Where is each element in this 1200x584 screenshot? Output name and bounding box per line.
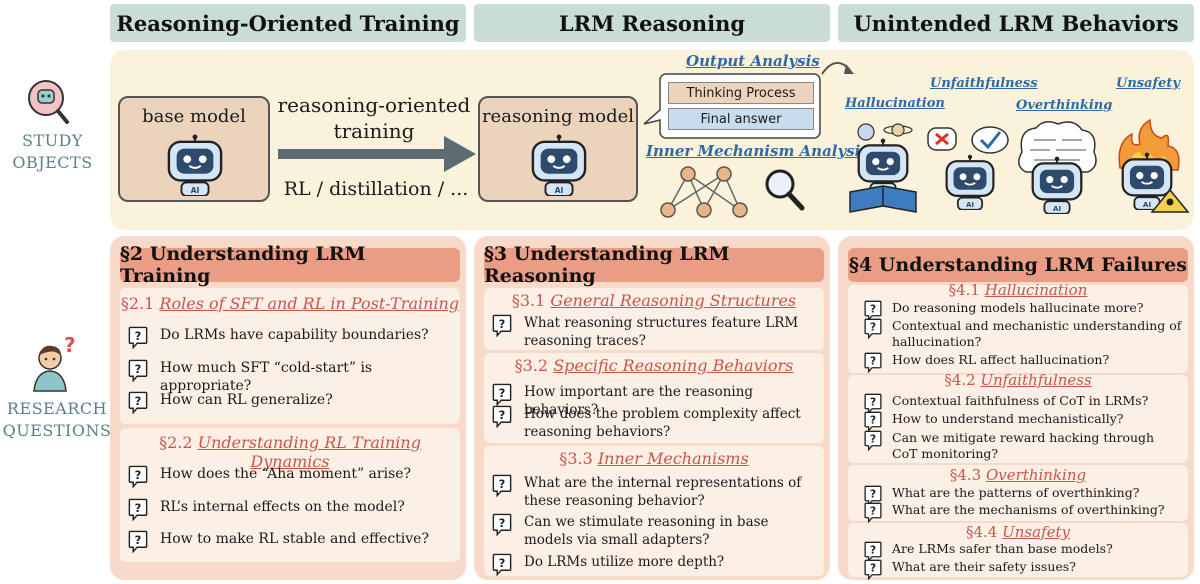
sub-3-3-box [484, 446, 824, 576]
final-answer-box: Final answer [668, 108, 814, 130]
question-item: Contextual and mechanistic understanding… [864, 318, 1182, 350]
section-3-title: §3 Understanding LRM Reasoning [484, 243, 824, 287]
question-item: How to make RL stable and effective? [128, 530, 453, 553]
question-bubble-icon [864, 430, 882, 451]
question-bubble-icon [864, 352, 882, 373]
question-item: What are their safety issues? [864, 559, 1182, 580]
question-item: How can RL generalize? [128, 391, 453, 414]
curved-arrow-icon [821, 62, 854, 75]
question-bubble-icon [492, 474, 512, 497]
sub-4-2-heading: §4.2 Unfaithfulness [944, 371, 1092, 389]
question-item: What are the patterns of overthinking? [864, 485, 1182, 506]
question-bubble-icon [864, 559, 882, 580]
question-item: Can we stimulate reasoning in base model… [492, 513, 817, 549]
sub-4-3-heading: §4.3 Overthinking [949, 466, 1087, 484]
question-item: Can we mitigate reward hacking through C… [864, 430, 1182, 462]
section-4-title: §4 Understanding LRM Failures [848, 248, 1188, 282]
study-objects-band [110, 50, 1194, 230]
column-header-behaviors: Unintended LRM Behaviors [838, 4, 1194, 42]
magnifier-icon [765, 169, 805, 211]
training-methods-label: RL / distillation / ... [283, 178, 469, 200]
study-robot-icon [22, 78, 72, 126]
sub-2-1-heading: §2.1 Roles of SFT and RL in Post-Trainin… [120, 294, 460, 313]
sub-2-2-box [120, 428, 460, 562]
unsafety-robot-icon [1110, 118, 1190, 214]
question-bubble-icon [864, 411, 882, 432]
researcher-icon: ? [30, 333, 78, 392]
question-bubble-icon [128, 465, 148, 488]
sub-4-2-box [848, 375, 1188, 463]
question-item: How much SFT “cold-start” is appropriate… [128, 359, 453, 395]
unfaithfulness-label: Unfaithfulness [930, 76, 1038, 91]
overthinking-robot-icon [1014, 118, 1100, 214]
question-bubble-icon [492, 513, 512, 536]
unsafety-label: Unsafety [1116, 76, 1180, 91]
question-bubble-icon [128, 498, 148, 521]
question-item: How does the problem complexity affect r… [492, 405, 817, 441]
question-item: What are the internal representations of… [492, 474, 817, 510]
question-bubble-icon [864, 318, 882, 339]
svg-text:?: ? [64, 336, 76, 357]
inner-mechanism-label: Inner Mechanism Analysis [646, 142, 869, 160]
question-item: How to understand mechanistically? [864, 411, 1182, 432]
sub-3-3-heading: §3.3 Inner Mechanisms [559, 449, 749, 468]
column-header-reasoning: LRM Reasoning [474, 4, 830, 42]
question-bubble-icon [128, 359, 148, 382]
question-item: How does the “Aha moment” arise? [128, 465, 453, 488]
question-bubble-icon [492, 553, 512, 576]
neural-network-icon [660, 166, 805, 218]
sub-4-3-box [848, 465, 1188, 521]
training-arrow [278, 136, 476, 172]
question-item: How important are the reasoning behavior… [492, 383, 817, 419]
question-bubble-icon [128, 326, 148, 349]
output-analysis-label: Output Analysis [686, 52, 820, 70]
sub-3-2-heading: §3.2 Specific Reasoning Behaviors [514, 356, 794, 375]
sub-4-1-box [848, 285, 1188, 373]
sub-3-1-box [484, 288, 824, 350]
question-item: Are LRMs safer than base models? [864, 541, 1182, 562]
sub-4-1-heading: §4.1 Hallucination [948, 281, 1088, 299]
question-item: Do reasoning models hallucinate more? [864, 300, 1182, 321]
question-item: What are the mechanisms of overthinking? [864, 502, 1182, 523]
question-bubble-icon [864, 502, 882, 523]
question-bubble-icon [128, 530, 148, 553]
sub-2-2-heading: §2.2 Understanding RL Training Dynamics [159, 433, 421, 471]
question-item: What reasoning structures feature LRM re… [492, 314, 817, 350]
question-item: How does RL affect hallucination? [864, 352, 1182, 373]
section-2-title: §2 Understanding LRM Training [120, 243, 460, 287]
sub-4-4-heading: §4.4 Unsafety [965, 523, 1070, 541]
question-bubble-icon [128, 391, 148, 414]
question-bubble-icon [492, 314, 512, 337]
question-bubble-icon [492, 383, 512, 406]
hallucination-robot-icon [846, 118, 920, 214]
overthinking-label: Overthinking [1016, 98, 1113, 113]
sub-3-2-box [484, 353, 824, 443]
sub-3-1-heading: §3.1 General Reasoning Structures [511, 291, 797, 310]
question-item: Do LRMs utilize more depth? [492, 553, 817, 576]
unfaithfulness-robot-icon [924, 124, 1014, 212]
question-item: Do LRMs have capability boundaries? [128, 326, 453, 349]
question-item: RL’s internal effects on the model? [128, 498, 453, 521]
question-item: Contextual faithfulness of CoT in LRMs? [864, 393, 1182, 414]
sub-4-4-box [848, 523, 1188, 577]
thinking-process-box: Thinking Process [668, 82, 814, 104]
hallucination-label: Hallucination [845, 96, 945, 111]
question-bubble-icon [492, 405, 512, 428]
column-header-training: Reasoning-Oriented Training [110, 4, 466, 42]
reasoning-model-box: reasoning model [478, 96, 638, 202]
base-model-box: base model [118, 96, 270, 202]
sub-2-1-box [120, 288, 460, 424]
